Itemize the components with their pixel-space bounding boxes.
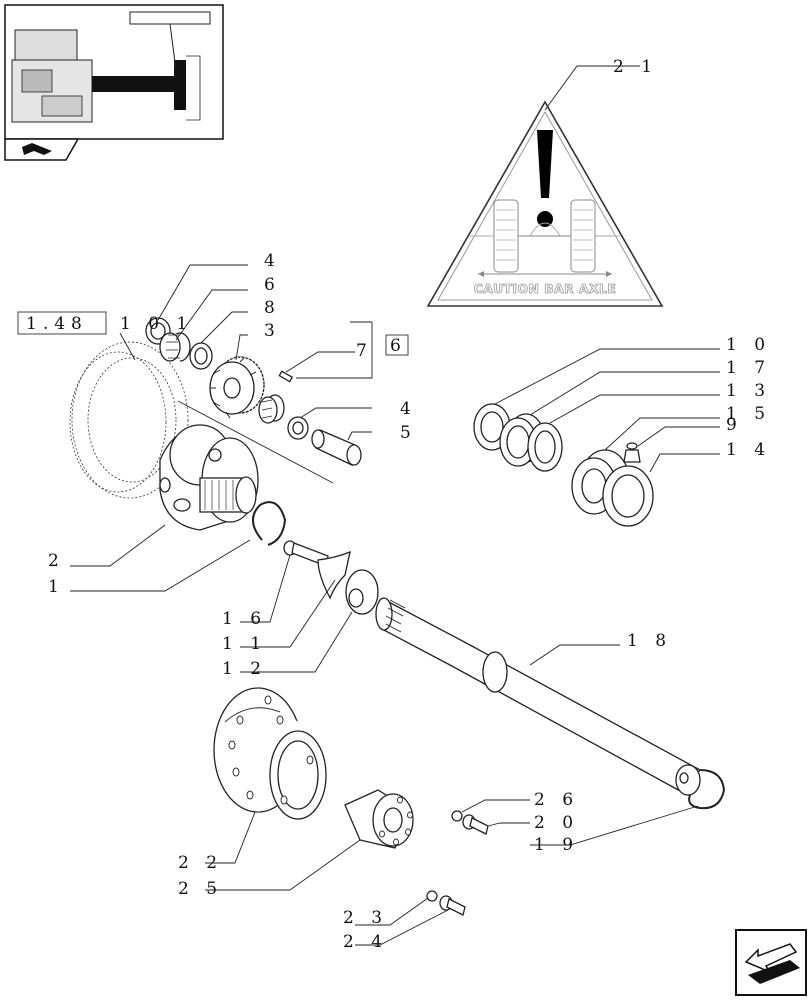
axle-shaft bbox=[375, 597, 702, 796]
caution-text: CAUTION BAR AXLE bbox=[474, 281, 617, 296]
roll-pin bbox=[278, 370, 294, 383]
caution-warning-sign: CAUTION BAR AXLE bbox=[426, 100, 664, 307]
callout-14: 1 4 bbox=[726, 440, 771, 460]
callout-20: 2 0 bbox=[534, 813, 579, 833]
callout-2: 2 bbox=[48, 551, 65, 571]
dust-seal bbox=[602, 465, 654, 527]
callout-17: 1 7 bbox=[726, 358, 771, 378]
snap-ring bbox=[252, 501, 287, 546]
callout-7: 7 bbox=[356, 341, 373, 361]
callout-3: 3 bbox=[264, 321, 281, 341]
next-arrow-icon[interactable] bbox=[735, 929, 807, 996]
planet-carrier bbox=[159, 424, 259, 531]
callout-8: 8 bbox=[264, 298, 281, 318]
snap-ring-shaft bbox=[688, 769, 726, 810]
callout-4-mid: 4 bbox=[400, 399, 417, 419]
washer bbox=[287, 416, 309, 440]
hub-bolt-2 bbox=[439, 895, 466, 916]
hub-flange bbox=[344, 789, 414, 849]
callout-19: 1 9 bbox=[534, 835, 579, 855]
callout-9: 9 bbox=[726, 415, 743, 435]
reference-box-1-48[interactable]: 1.48 bbox=[17, 311, 107, 335]
callout-11: 1 1 bbox=[222, 634, 267, 654]
callout-21: 2 1 bbox=[613, 57, 658, 77]
needle-bearing-small bbox=[258, 394, 285, 424]
grease-fitting bbox=[623, 442, 641, 463]
planet-pin bbox=[311, 429, 362, 466]
bearing-cup bbox=[571, 449, 630, 515]
lock-plate bbox=[317, 550, 351, 600]
book-arrow-icon[interactable] bbox=[4, 138, 80, 161]
callout-6: 6 bbox=[264, 275, 281, 295]
reference-box-6[interactable]: 6 bbox=[385, 334, 409, 356]
callout-10: 1 0 bbox=[726, 335, 771, 355]
spacer-washer bbox=[189, 342, 213, 370]
ring-gear bbox=[69, 341, 189, 499]
callout-5: 5 bbox=[400, 423, 417, 443]
oil-seal bbox=[527, 422, 563, 472]
small-washer-2 bbox=[426, 890, 438, 902]
callout-23: 2 3 bbox=[343, 908, 388, 928]
callout-16: 1 6 bbox=[222, 609, 267, 629]
callout-25: 2 5 bbox=[178, 879, 223, 899]
needle-bearing bbox=[159, 332, 191, 362]
overview-thumbnail[interactable] bbox=[4, 4, 224, 140]
wheel-hub bbox=[213, 687, 327, 820]
reference-suffix: 1 0 1 bbox=[120, 314, 193, 334]
callout-1: 1 bbox=[48, 577, 65, 597]
callout-4-top: 4 bbox=[264, 251, 281, 271]
reference-box-right: 6 bbox=[390, 336, 407, 356]
callout-15: 1 5 bbox=[726, 404, 771, 424]
callout-24: 2 4 bbox=[343, 932, 388, 952]
leader-lines bbox=[70, 65, 720, 946]
callout-12: 1 2 bbox=[222, 659, 267, 679]
planet-gear bbox=[209, 356, 265, 419]
callout-22: 2 2 bbox=[178, 853, 223, 873]
thrust-washer-large bbox=[345, 569, 379, 615]
callout-26: 2 6 bbox=[534, 790, 579, 810]
small-washer bbox=[451, 810, 463, 822]
callout-13: 1 3 bbox=[726, 381, 771, 401]
reference-box-left: 1.48 bbox=[26, 314, 88, 334]
callout-18: 1 8 bbox=[627, 631, 672, 651]
hub-bolt bbox=[462, 814, 489, 835]
